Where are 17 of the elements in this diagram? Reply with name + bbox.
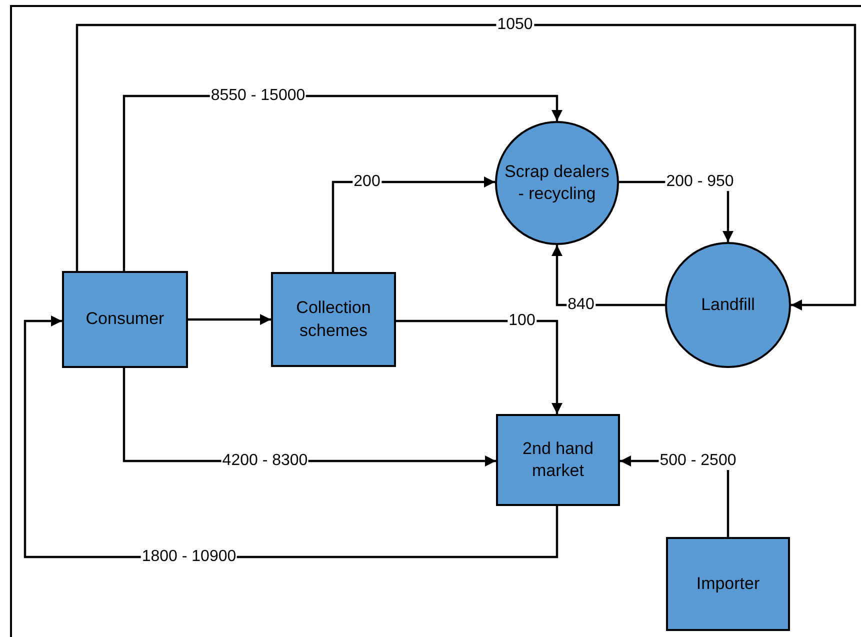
importer-box xyxy=(666,537,790,631)
node-label: Consumer xyxy=(84,308,166,330)
market-box xyxy=(496,414,620,506)
node-label: Landfill xyxy=(700,294,756,316)
arrow xyxy=(76,24,856,310)
node-label: Scrap dealers - recycling xyxy=(504,160,610,205)
node-label: Collection schemes xyxy=(295,297,372,342)
edge-label: 500 - 2500 xyxy=(658,452,738,470)
arrow xyxy=(24,316,558,558)
edge-label: 200 - 950 xyxy=(665,173,735,191)
node-label: Importer xyxy=(695,572,761,595)
consumer-box xyxy=(62,271,188,368)
node-label: 2nd hand market xyxy=(522,438,594,482)
arrow xyxy=(332,176,495,272)
arrow xyxy=(188,314,271,325)
arrow xyxy=(396,320,562,414)
collection-box xyxy=(271,272,396,367)
